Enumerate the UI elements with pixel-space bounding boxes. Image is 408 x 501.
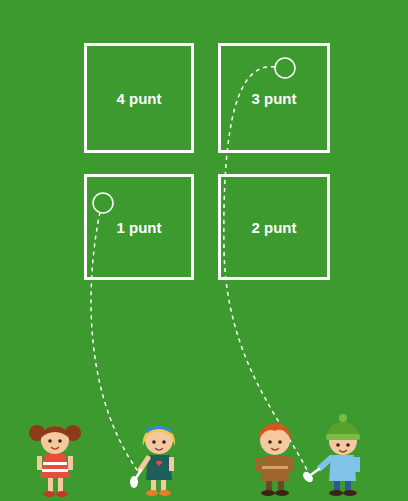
beanie-pompom [339, 414, 347, 422]
shoe [56, 491, 68, 497]
eye [268, 440, 272, 444]
shoe [146, 490, 158, 496]
dress [40, 454, 70, 478]
girl-headband [130, 426, 175, 496]
eye [58, 439, 62, 443]
eye [162, 440, 166, 444]
arm [68, 456, 73, 470]
girl-pigtails [29, 425, 81, 497]
spoon-handle [136, 470, 141, 478]
throw-path [91, 212, 140, 474]
shirt [261, 455, 289, 481]
mouth [155, 448, 163, 450]
score-square: 1 punt [84, 174, 194, 280]
mouth [271, 448, 279, 450]
dress-stripe [42, 469, 68, 472]
spoon-handle [312, 469, 319, 474]
arm [140, 458, 148, 470]
eye [278, 440, 282, 444]
arm [256, 457, 262, 472]
landing-circle [93, 193, 113, 213]
beanie-rim [326, 434, 360, 440]
score-square: 3 punt [218, 43, 330, 153]
shoe [261, 490, 275, 496]
throw-path [224, 67, 308, 472]
eye [48, 439, 52, 443]
shoe [343, 490, 357, 496]
hair [259, 424, 291, 441]
spoon-bowl [301, 470, 315, 484]
eye [152, 440, 156, 444]
mouth [51, 447, 59, 449]
boy-red-hair [256, 424, 294, 497]
score-square: 4 punt [84, 43, 194, 153]
beanie [327, 422, 359, 439]
leg [58, 476, 63, 492]
shoe [329, 490, 343, 496]
eye [346, 443, 350, 447]
dress-stripe [43, 462, 67, 465]
score-label: 3 punt [252, 90, 297, 107]
mouth [339, 450, 347, 452]
heart [156, 461, 162, 466]
leg [48, 476, 53, 492]
spoon-bowl [130, 476, 138, 488]
headband [146, 428, 172, 433]
arm [288, 457, 294, 472]
score-label: 2 punt [252, 219, 297, 236]
landing-circle [275, 58, 295, 78]
shirt-stripe [262, 466, 288, 469]
shoe [275, 490, 289, 496]
score-label: 4 punt [117, 90, 162, 107]
arm [37, 456, 42, 470]
shoe [159, 490, 171, 496]
arm [320, 458, 331, 468]
arm [354, 457, 360, 472]
boy-beanie [301, 414, 360, 496]
hair [41, 426, 69, 438]
arm [169, 457, 174, 471]
eye [336, 443, 340, 447]
head [41, 426, 69, 454]
throw-paths [91, 67, 308, 474]
score-label: 1 punt [117, 219, 162, 236]
hair [143, 427, 175, 447]
shoe [43, 491, 55, 497]
score-square: 2 punt [218, 174, 330, 280]
